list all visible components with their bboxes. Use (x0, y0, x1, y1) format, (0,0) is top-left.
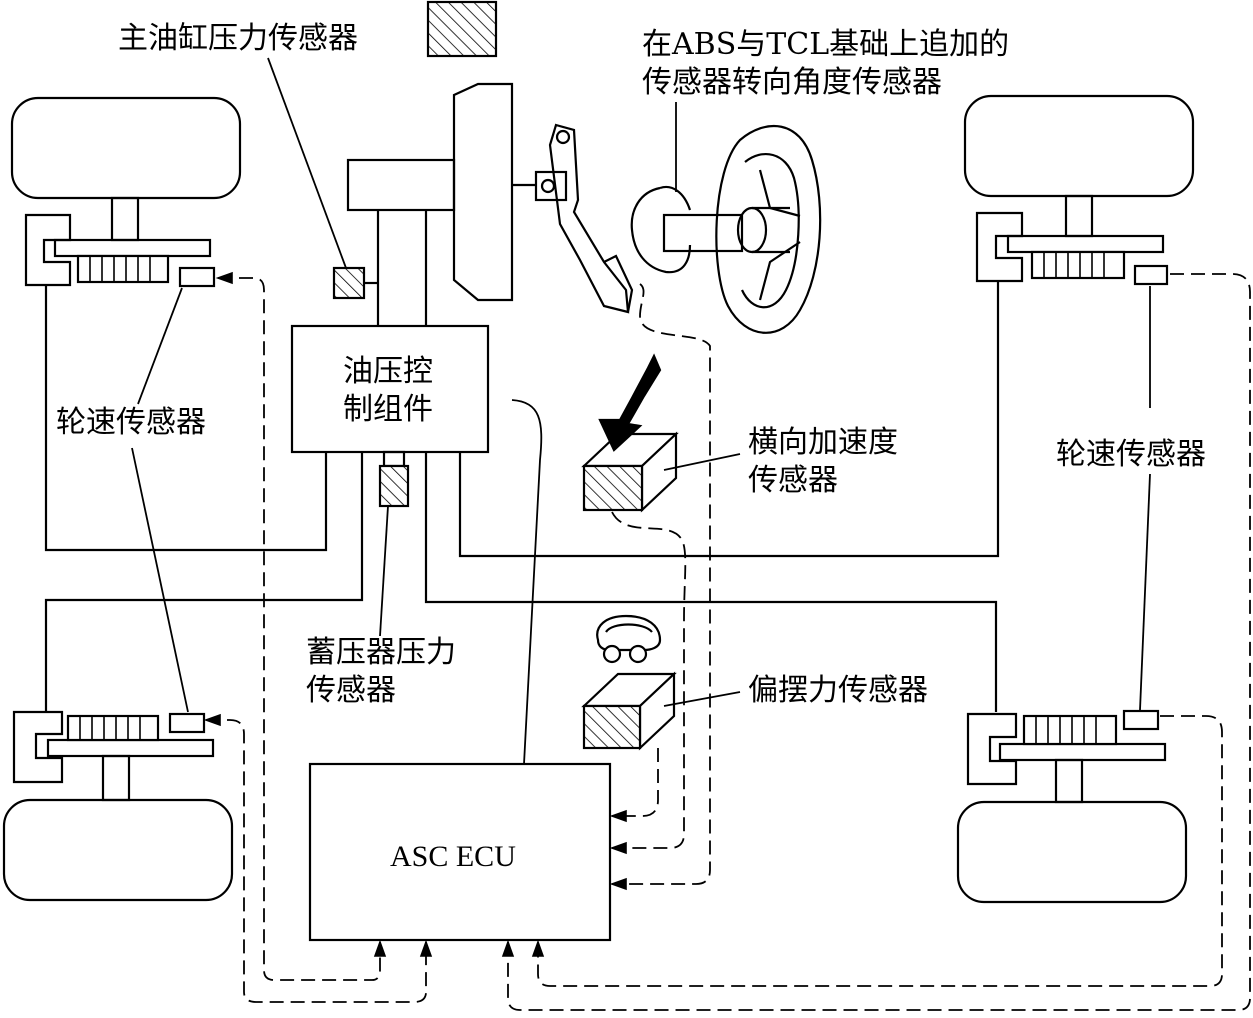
hydraulic-unit-label-line2: 制组件 (343, 392, 433, 427)
yaw-rate-sensor-label: 偏摆力传感器 (748, 673, 928, 708)
master-cylinder-pressure-sensor-label: 主油缸压力传感器 (118, 21, 358, 56)
signal-lines (206, 273, 1251, 1011)
lateral-acceleration-label-line1: 横向加速度 (748, 425, 898, 460)
accumulator-pressure-label-line1: 蓄压器压力 (306, 635, 456, 670)
brake-pedal (548, 123, 634, 314)
wheel-speed-sensor-rr (1122, 709, 1160, 731)
master-cylinder-pressure-sensor (332, 266, 366, 300)
asc-ecu-box (308, 762, 612, 942)
lateral-acceleration-sensor (581, 431, 679, 513)
steering-sensor-label-line2: 传感器转向角度传感器 (642, 65, 942, 100)
wheel-speed-sensor-label-right: 轮速传感器 (1056, 437, 1206, 472)
signal-arrowheads (203, 271, 627, 957)
rear-right-wheel (956, 709, 1188, 904)
wheel-speed-sensor-fr (1133, 264, 1169, 286)
wheel-speed-sensor-rl (168, 712, 206, 734)
yaw-rate-sensor (581, 671, 677, 751)
accumulator-pressure-label-line2: 传感器 (306, 673, 396, 708)
leader-lines (131, 57, 1151, 765)
direction-arrow (598, 353, 662, 452)
legend-hatch-box (426, 0, 498, 58)
wheel-speed-sensor-fl (178, 266, 216, 288)
wheel-speed-sensor-label-left: 轮速传感器 (56, 405, 206, 440)
ecu-label: ASC ECU (390, 840, 516, 873)
rear-left-wheel (2, 710, 234, 902)
accumulator-pressure-sensor (378, 464, 410, 508)
steering-sensor-label-line1: 在ABS与TCL基础上追加的 (642, 27, 1010, 62)
lateral-acceleration-label-line2: 传感器 (748, 463, 838, 498)
car-icon (596, 614, 662, 664)
front-left-wheel (10, 96, 242, 288)
brake-lines (44, 282, 1000, 712)
hydraulic-unit-label-line1: 油压控 (343, 354, 433, 389)
front-right-wheel (963, 94, 1195, 286)
master-cylinder-assembly (346, 82, 568, 326)
steering-wheel (630, 125, 822, 334)
